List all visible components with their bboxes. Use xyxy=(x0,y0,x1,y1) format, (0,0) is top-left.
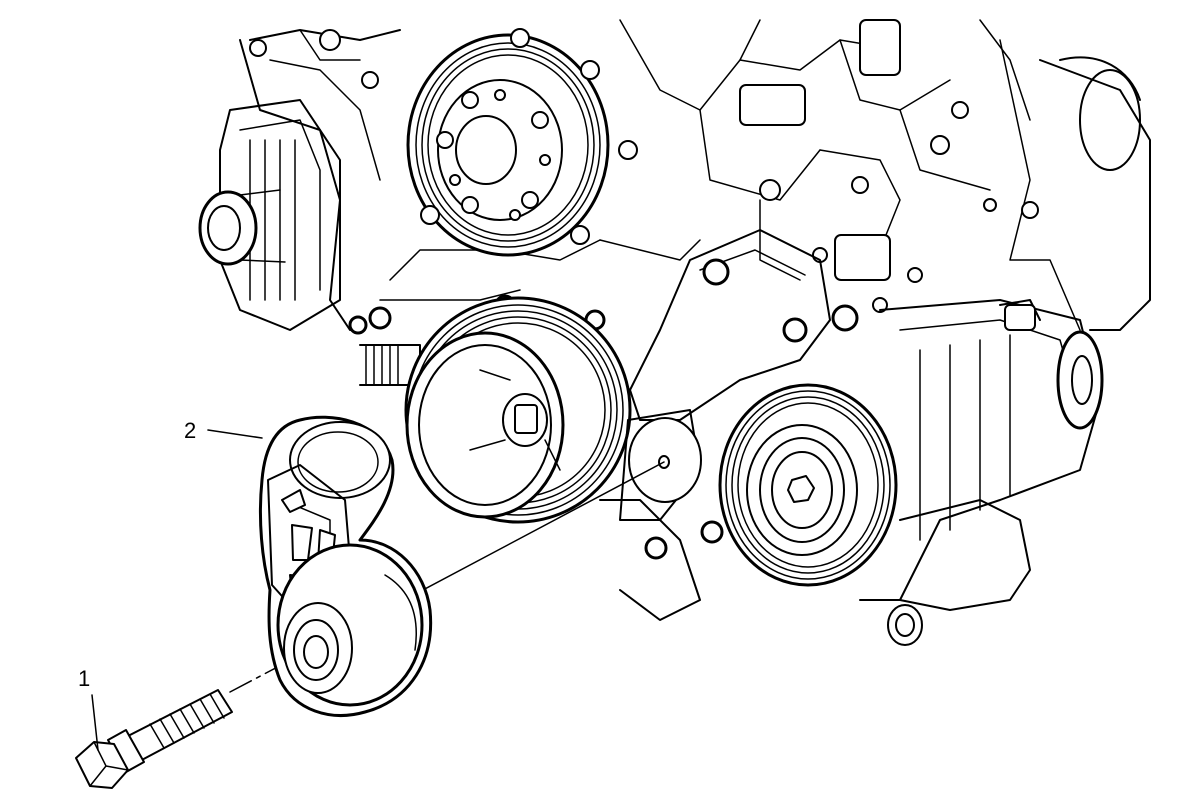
callout-label-1: 1 xyxy=(78,666,90,691)
tensioner-mount-boss xyxy=(599,409,724,621)
callout-leaders xyxy=(91,429,263,751)
callout-label-2: 2 xyxy=(184,418,196,443)
ac-compressor xyxy=(718,299,1104,646)
drive-belt-tensioner xyxy=(258,415,433,717)
tensioner-bolt xyxy=(75,689,233,789)
crankshaft-pulley xyxy=(404,296,632,524)
engine-block xyxy=(198,19,1151,331)
water-pump-pulley xyxy=(406,28,638,257)
